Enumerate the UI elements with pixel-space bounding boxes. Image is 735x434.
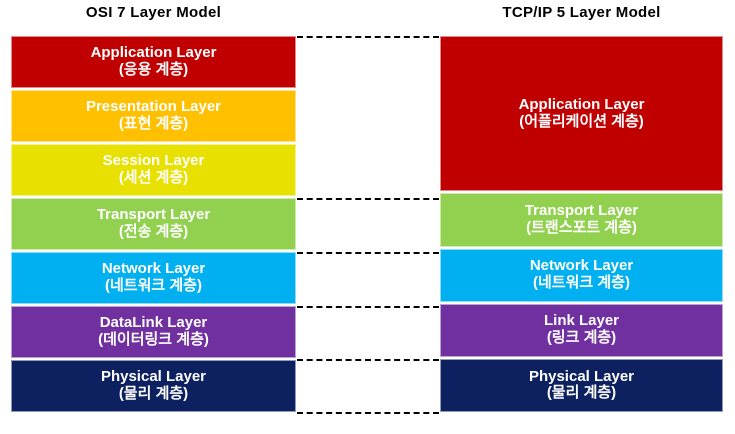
layer-name-en: Link Layer — [543, 312, 620, 330]
tcpip-layer-physical[interactable]: Physical Layer (물리 계층) — [440, 358, 723, 412]
layer-name-ko: (응용 계층) — [118, 61, 189, 78]
layer-name-ko: (네트워크 계층) — [105, 277, 202, 294]
layer-name-en: Transport Layer — [96, 206, 211, 224]
layer-name-ko: (물리 계층) — [546, 384, 617, 402]
layer-name-ko: (링크 계층) — [546, 329, 617, 347]
connector-session-to-transport — [297, 198, 439, 200]
osi-layer-stack: Application Layer (응용 계층) Presentation L… — [11, 36, 296, 412]
connector-bottom-of-physical — [297, 412, 439, 414]
osi-layer-session[interactable]: Session Layer (세션 계층) — [11, 144, 296, 196]
osi-model-title: OSI 7 Layer Model — [85, 4, 222, 21]
layer-name-ko: (네트워크 계층) — [533, 274, 630, 292]
layer-name-en: Network Layer — [101, 260, 206, 278]
connector-link-to-physical — [297, 359, 439, 361]
layer-name-ko: (세션 계층) — [118, 169, 189, 186]
tcpip-layer-transport[interactable]: Transport Layer (트랜스포트 계층) — [440, 193, 723, 247]
layer-name-en: Presentation Layer — [85, 98, 222, 116]
layer-name-ko: (데이터링크 계층) — [98, 331, 209, 348]
osi-layer-datalink[interactable]: DataLink Layer (데이터링크 계층) — [11, 306, 296, 358]
layer-name-en: Physical Layer — [528, 367, 635, 385]
layer-name-ko: (어플리케이션 계층) — [519, 112, 644, 130]
osi-layer-presentation[interactable]: Presentation Layer (표현 계층) — [11, 90, 296, 142]
tcpip-layer-link[interactable]: Link Layer (링크 계층) — [440, 303, 723, 357]
layer-name-en: Application Layer — [90, 44, 217, 62]
layer-name-en: Transport Layer — [524, 202, 639, 220]
connector-transport-to-network — [297, 252, 439, 254]
tcpip-layer-network[interactable]: Network Layer (네트워크 계층) — [440, 248, 723, 302]
osi-layer-transport[interactable]: Transport Layer (전송 계층) — [11, 198, 296, 250]
layer-name-en: DataLink Layer — [99, 314, 208, 332]
layer-name-en: Physical Layer — [100, 368, 207, 386]
connector-network-to-link — [297, 306, 439, 308]
tcpip-layer-application[interactable]: Application Layer (어플리케이션 계층) — [440, 36, 723, 192]
layer-name-en: Session Layer — [102, 152, 205, 170]
connector-top-of-application — [297, 36, 439, 38]
osi-layer-application[interactable]: Application Layer (응용 계층) — [11, 36, 296, 88]
tcpip-model-title: TCP/IP 5 Layer Model — [502, 4, 661, 21]
layer-name-ko: (물리 계층) — [118, 385, 189, 402]
layer-name-ko: (표현 계층) — [118, 115, 189, 132]
osi-layer-physical[interactable]: Physical Layer (물리 계층) — [11, 360, 296, 412]
layer-name-ko: (전송 계층) — [118, 223, 189, 240]
tcpip-layer-stack: Application Layer (어플리케이션 계층) Transport … — [440, 36, 723, 412]
osi-layer-network[interactable]: Network Layer (네트워크 계층) — [11, 252, 296, 304]
layer-name-ko: (트랜스포트 계층) — [526, 218, 637, 236]
layer-name-en: Network Layer — [529, 257, 634, 275]
layer-name-en: Application Layer — [518, 95, 645, 113]
